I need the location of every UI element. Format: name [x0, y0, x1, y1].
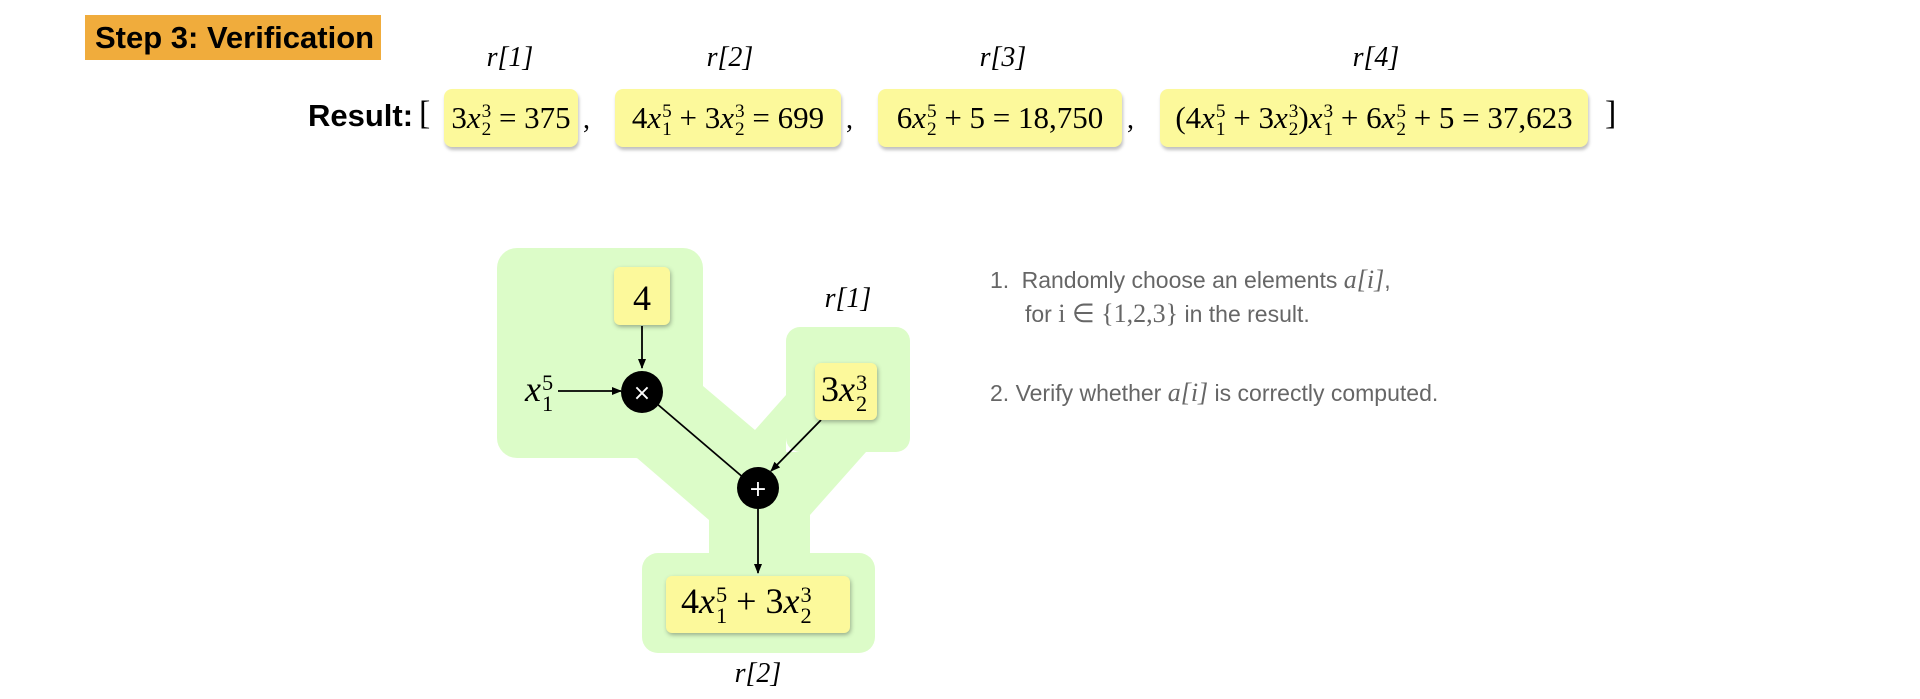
comma-2: ,	[846, 104, 853, 135]
result-value-3: 18,750	[1018, 100, 1104, 135]
constant-node-label: 4	[633, 278, 651, 318]
multiply-symbol: ×	[633, 381, 651, 406]
constant-node	[614, 267, 670, 325]
add-node	[737, 467, 779, 509]
multiply-node	[621, 371, 663, 413]
result-label: Result:	[308, 98, 414, 133]
result-label-r3: r[3]	[979, 42, 1027, 73]
step-title: Step 3: Verification	[85, 15, 381, 60]
open-bracket: [	[419, 95, 431, 132]
result-value-4: 37,623	[1487, 100, 1573, 135]
diagram-label-r2: r[2]	[734, 658, 782, 689]
step1-number: 1.	[990, 267, 1010, 293]
instruction-step-2: 2. Verify whether a[i] is correctly comp…	[990, 378, 1439, 407]
comma-3: ,	[1127, 104, 1134, 135]
result-label-r1: r[1]	[486, 42, 534, 73]
close-bracket: ]	[1605, 95, 1617, 132]
term-node-3x2	[815, 363, 877, 420]
diagram-label-r1: r[1]	[824, 283, 872, 314]
add-symbol: +	[749, 477, 767, 502]
result-value-1: 375	[524, 100, 571, 135]
result-value-2: 699	[777, 100, 825, 135]
result-label-r2: r[2]	[706, 42, 754, 73]
result-node	[666, 576, 850, 633]
result-label-r4: r[4]	[1352, 42, 1400, 73]
instruction-step-1: 1. Randomly choose an elements a[i], for…	[990, 265, 1391, 328]
comma-1: ,	[583, 104, 590, 135]
